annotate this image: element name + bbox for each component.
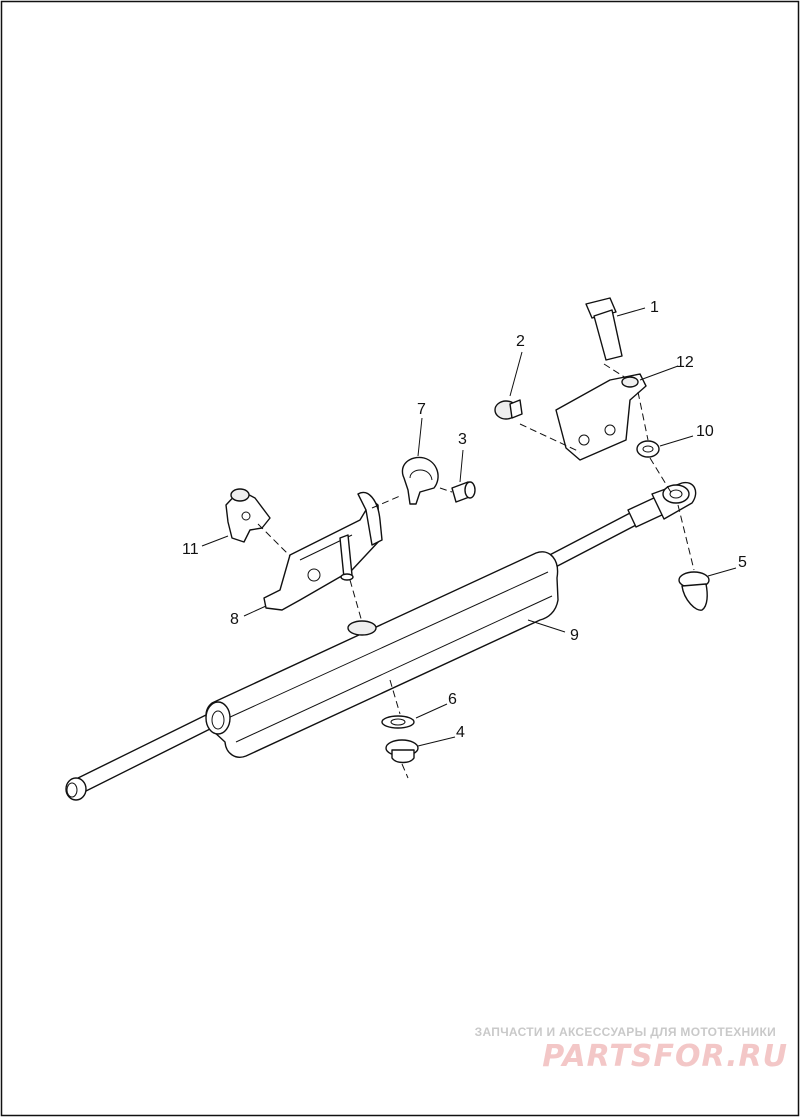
watermark-logo: PARTSFOR.RU <box>542 1039 788 1074</box>
callout-12: 12 <box>676 354 694 371</box>
callout-11: 11 <box>182 541 199 558</box>
watermark-caption: ЗАПЧАСТИ И АКСЕССУАРЫ ДЛЯ МОТОТЕХНИКИ <box>475 1025 776 1039</box>
steering-damper <box>65 481 697 801</box>
bolt <box>585 297 623 361</box>
p-clamp <box>401 456 439 505</box>
callout-3: 3 <box>458 431 467 448</box>
watermark: ЗАПЧАСТИ И АКСЕССУАРЫ ДЛЯ МОТОТЕХНИКИ PA… <box>475 1025 788 1074</box>
assembly-lines <box>257 363 695 779</box>
callout-2: 2 <box>516 333 525 350</box>
callout-10: 10 <box>696 423 714 440</box>
damper-bracket <box>263 491 383 611</box>
callout-5: 5 <box>738 554 747 571</box>
flange-nut <box>385 739 419 764</box>
callout-1: 1 <box>650 299 659 316</box>
screw <box>451 481 476 503</box>
washer <box>381 715 415 729</box>
nut-top <box>494 399 523 420</box>
callout-9: 9 <box>570 627 579 644</box>
callout-4: 4 <box>456 724 465 741</box>
callout-6: 6 <box>448 691 457 708</box>
callout-7: 7 <box>417 401 426 418</box>
callout-8: 8 <box>230 611 239 628</box>
clip-bracket <box>225 488 271 543</box>
acorn-nut <box>678 571 710 611</box>
upper-bracket <box>555 373 647 461</box>
callouts: 1 2 3 4 5 6 7 8 9 10 11 12 <box>182 299 747 741</box>
bushing <box>636 440 660 458</box>
leader-lines <box>201 307 737 747</box>
